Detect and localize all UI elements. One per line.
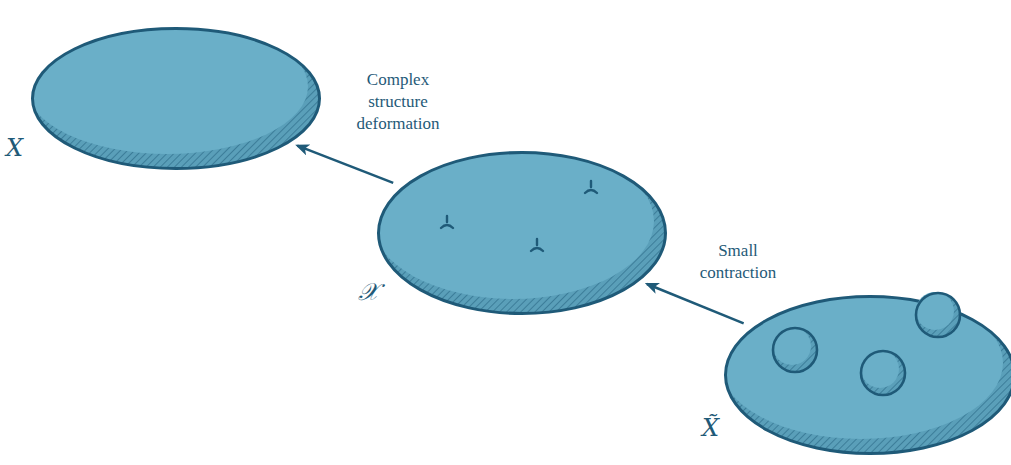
arrow-label: Complex structure deformation (343, 69, 453, 135)
surface-blob: 𝒳 (377, 151, 667, 315)
blob-outline (724, 295, 1011, 455)
blob-outline (377, 151, 667, 315)
map-arrow (647, 284, 744, 323)
node-singularity (441, 216, 453, 228)
blob-outline (31, 27, 321, 170)
surface-blob: X (31, 27, 321, 170)
space-label: 𝒳 (358, 279, 379, 305)
exceptional-spheres (773, 292, 960, 395)
sphere (861, 350, 905, 395)
arrow-label: Small contraction (683, 240, 793, 284)
node-singularity (585, 181, 597, 193)
singular-points (441, 181, 597, 251)
sphere (916, 292, 960, 337)
space-label: X̃ (702, 415, 719, 441)
map-arrow (297, 146, 393, 183)
sphere (773, 327, 817, 372)
node-singularity (531, 239, 543, 251)
space-label: X (6, 135, 23, 161)
surface-blob: X̃ (724, 295, 1011, 455)
